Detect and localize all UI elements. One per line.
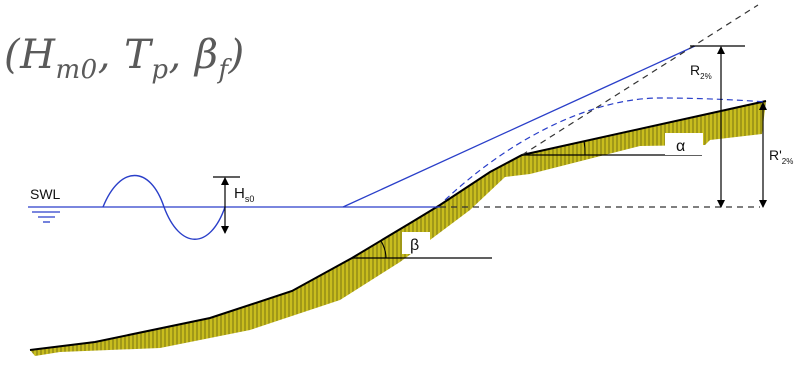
beta-label-box (402, 232, 430, 254)
wave-height-label: Hs0 (234, 185, 254, 204)
formula-parameters: (Hm0, Tp, βf) (4, 32, 245, 85)
r2-arrow-head-top (717, 46, 725, 54)
alpha-arc (583, 140, 586, 156)
alpha-label: α (676, 138, 685, 155)
runup-blue-line (342, 45, 696, 208)
rprime-arrow-head-top (759, 102, 767, 110)
alpha-label-box (665, 133, 703, 155)
runup-prime-label: R'2% (769, 147, 793, 166)
runup-2-label: R2% (690, 62, 712, 81)
dike-profile-line (29, 100, 767, 351)
incident-wave (102, 175, 226, 240)
runup-dashed-blue-curve (444, 97, 767, 201)
dike-body (30, 101, 766, 356)
wave-height-arrow-head-top (221, 177, 229, 185)
wave-height-arrow-head-bottom (221, 226, 229, 234)
beta-arc (380, 240, 387, 259)
slope-extension-dashed (521, 4, 759, 156)
rprime-arrow-head-bottom (759, 200, 767, 208)
beta-label: β (410, 237, 419, 254)
swl-label: SWL (30, 186, 61, 202)
r2-arrow-head-bottom (717, 200, 725, 208)
